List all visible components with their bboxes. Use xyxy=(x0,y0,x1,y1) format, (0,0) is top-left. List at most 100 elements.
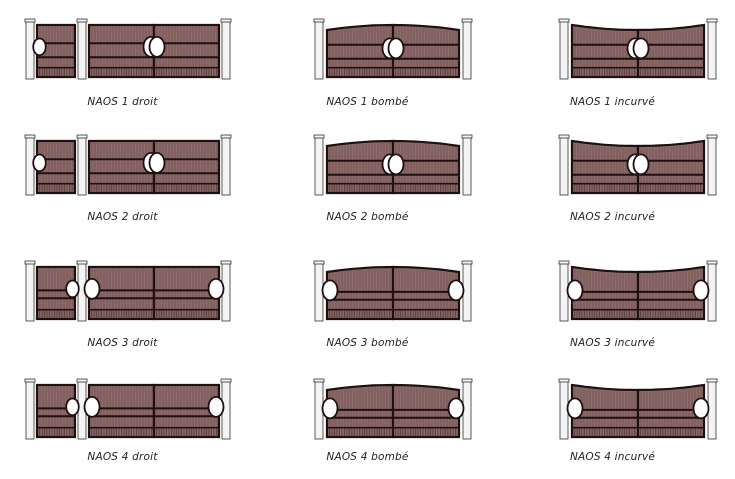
pillar-cap xyxy=(706,260,718,265)
pillar-cap xyxy=(706,378,718,383)
porthole xyxy=(387,153,405,176)
pillar-cap xyxy=(313,378,325,383)
gate-leaf xyxy=(632,23,706,79)
pillar-cap xyxy=(461,134,473,139)
pillar xyxy=(707,136,717,196)
gate-leaf xyxy=(636,383,710,439)
gate-illustration xyxy=(558,378,718,440)
porthole xyxy=(148,151,166,174)
pillar xyxy=(77,20,87,80)
gate-leaf xyxy=(87,139,160,195)
gate-leaf xyxy=(152,265,225,321)
pillar xyxy=(221,20,231,80)
gate-leaf xyxy=(636,265,710,321)
gate-caption: NAOS 2 incurvé xyxy=(569,211,656,223)
porthole xyxy=(32,37,47,57)
gate-leaf xyxy=(87,23,160,79)
gate-illustration xyxy=(313,378,473,440)
pillar-cap xyxy=(76,134,88,139)
pillar-cap xyxy=(706,134,718,139)
gate-caption: NAOS 2 bombé xyxy=(326,211,409,223)
pillar xyxy=(77,136,87,196)
gate-caption: NAOS 2 droit xyxy=(87,211,158,223)
porthole xyxy=(65,279,80,299)
gate-caption: NAOS 1 droit xyxy=(87,96,158,108)
porthole xyxy=(566,279,584,302)
porthole xyxy=(447,397,465,420)
pillar-cap xyxy=(220,260,232,265)
pillar-cap xyxy=(24,134,36,139)
pillar-cap xyxy=(558,260,570,265)
gate-leaf xyxy=(152,383,225,439)
leaf-panel xyxy=(152,139,221,195)
porthole xyxy=(207,395,225,418)
gate-leaf xyxy=(566,383,640,439)
pillar-cap xyxy=(220,18,232,23)
pillar xyxy=(314,20,324,80)
gate-caption: NAOS 3 incurvé xyxy=(569,337,656,349)
pillar-cap xyxy=(220,378,232,383)
pillar-cap xyxy=(313,134,325,139)
porthole xyxy=(632,153,650,176)
pillar xyxy=(25,262,35,322)
pillar-cap xyxy=(558,134,570,139)
porthole xyxy=(632,37,650,60)
gate-leaf xyxy=(570,139,644,195)
gate-leaf xyxy=(387,139,461,195)
gate-caption: NAOS 4 droit xyxy=(87,451,158,463)
leaf-panel xyxy=(35,139,77,195)
gate-caption: NAOS 1 incurvé xyxy=(569,96,656,108)
porthole xyxy=(32,153,47,173)
porthole xyxy=(447,279,465,302)
gate-leaf xyxy=(32,139,77,195)
gate-caption: NAOS 3 bombé xyxy=(326,337,409,349)
pillar-cap xyxy=(461,18,473,23)
porthole xyxy=(65,397,80,417)
porthole xyxy=(83,395,101,418)
gate-leaf xyxy=(83,265,156,321)
gate-illustration xyxy=(24,378,232,440)
pillar-cap xyxy=(24,260,36,265)
leaf-panel xyxy=(152,265,221,321)
gate-leaf xyxy=(83,383,156,439)
gate-leaf xyxy=(148,139,221,195)
pillar-cap xyxy=(76,260,88,265)
pillar-cap xyxy=(76,18,88,23)
porthole xyxy=(148,35,166,58)
pillar xyxy=(462,136,472,196)
gate-illustration xyxy=(558,134,718,196)
porthole xyxy=(692,279,710,302)
porthole xyxy=(207,277,225,300)
gate-caption: NAOS 4 bombé xyxy=(326,451,409,463)
porthole xyxy=(321,397,339,420)
gate-leaf xyxy=(391,383,465,439)
pillar-cap xyxy=(313,260,325,265)
gate-illustration xyxy=(24,260,232,322)
pillar xyxy=(559,136,569,196)
gate-illustration xyxy=(313,134,473,196)
pillar-cap xyxy=(461,260,473,265)
gate-leaf xyxy=(566,265,640,321)
gate-illustration xyxy=(24,134,232,196)
porthole xyxy=(566,397,584,420)
porthole xyxy=(83,277,101,300)
pillar-cap xyxy=(24,18,36,23)
pillar-cap xyxy=(220,134,232,139)
pillar xyxy=(707,20,717,80)
pillar-cap xyxy=(24,378,36,383)
pillar-cap xyxy=(706,18,718,23)
pillar xyxy=(25,380,35,440)
pillar-cap xyxy=(461,378,473,383)
pillar xyxy=(221,136,231,196)
gate-leaf xyxy=(391,265,465,321)
porthole xyxy=(692,397,710,420)
gate-illustration xyxy=(313,18,473,80)
leaf-panel xyxy=(35,265,77,321)
pillar-cap xyxy=(558,378,570,383)
leaf-panel xyxy=(35,383,77,439)
gate-illustration xyxy=(558,18,718,80)
gate-leaf xyxy=(35,383,80,439)
pillar-cap xyxy=(313,18,325,23)
leaf-panel xyxy=(152,383,221,439)
gate-illustration xyxy=(558,260,718,322)
